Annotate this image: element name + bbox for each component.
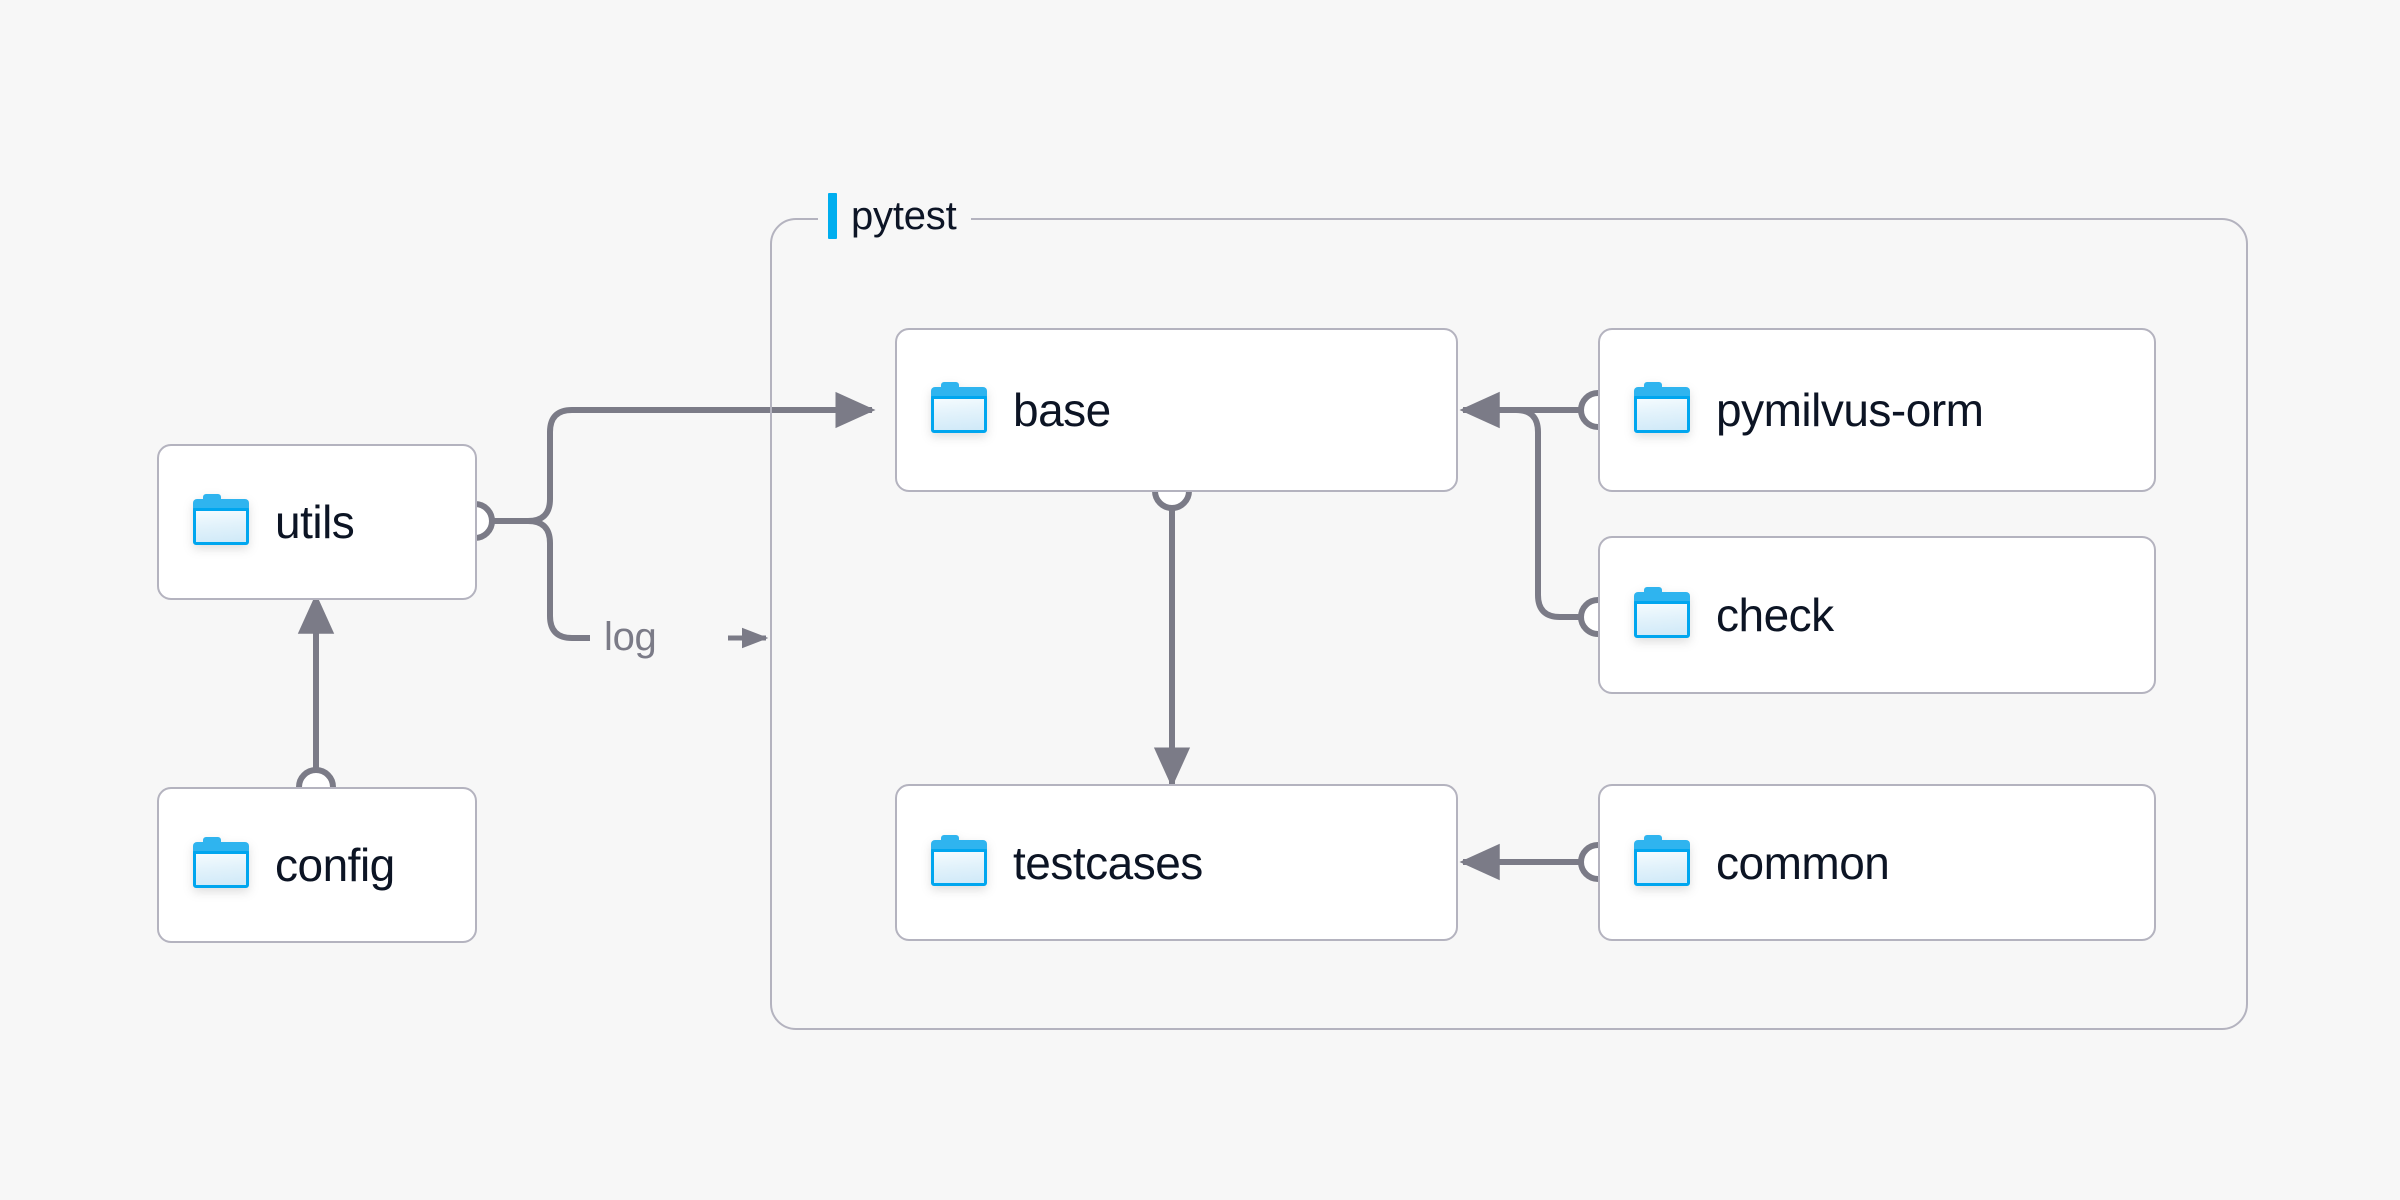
node-common-label: common [1716, 836, 1890, 889]
node-base[interactable]: base [895, 328, 1458, 492]
node-utils-label: utils [275, 496, 355, 548]
node-config[interactable]: config [157, 787, 477, 943]
folder-icon [931, 834, 987, 886]
node-testcases-label: testcases [1013, 836, 1203, 889]
node-pymilvus-orm-label: pymilvus-orm [1716, 384, 1984, 436]
group-pytest-label: pytest [818, 190, 971, 242]
node-common[interactable]: common [1598, 784, 2156, 941]
folder-icon [1634, 834, 1690, 886]
folder-icon [193, 494, 249, 545]
node-testcases[interactable]: testcases [895, 784, 1458, 941]
group-pytest-title: pytest [851, 194, 957, 238]
group-pytest[interactable] [770, 218, 2248, 1030]
node-pymilvus-orm[interactable]: pymilvus-orm [1598, 328, 2156, 492]
group-accent-bar [828, 193, 837, 239]
node-config-label: config [275, 839, 395, 891]
node-utils[interactable]: utils [157, 444, 477, 600]
folder-icon [1634, 382, 1690, 433]
edge-utils-to-pytest-log [527, 518, 590, 641]
node-check[interactable]: check [1598, 536, 2156, 694]
node-check-label: check [1716, 589, 1834, 641]
folder-icon [1634, 587, 1690, 638]
node-base-label: base [1013, 384, 1111, 436]
edge-label-log: log [604, 615, 657, 659]
folder-icon [193, 837, 249, 888]
folder-icon [931, 382, 987, 433]
